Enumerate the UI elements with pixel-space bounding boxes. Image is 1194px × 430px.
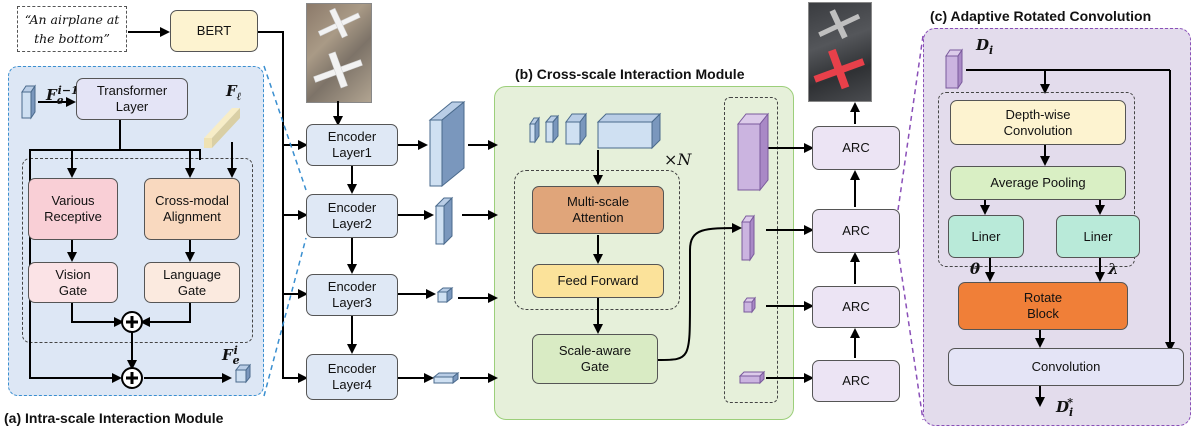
panel-c-output-label: Di* (1056, 396, 1074, 419)
scale-aware-gate-box: Scale-aware Gate (532, 334, 658, 384)
arc-box-2: ARC (812, 209, 900, 253)
encoder-layer-1: Encoder Layer1 (306, 124, 398, 166)
text-prompt: “An airplane at the bottom” (17, 6, 127, 52)
average-pooling-box: Average Pooling (950, 166, 1126, 200)
multi-scale-attention-box: Multi-scale Attention (532, 186, 664, 234)
output-aerial-image (808, 2, 872, 102)
liner-right-box: Liner (1056, 215, 1140, 258)
panel-b-title: (b) Cross-scale Interaction Module (515, 66, 745, 82)
panel-b-feature-column (724, 97, 778, 403)
sum-symbols (121, 311, 143, 389)
bert-box: BERT (170, 10, 258, 52)
vision-gate-box: Vision Gate (28, 262, 118, 303)
cross-modal-alignment-box: Cross-modal Alignment (144, 178, 240, 240)
repeat-count-label: ×N (664, 150, 692, 169)
encoder-layer-2: Encoder Layer2 (306, 194, 398, 238)
panel-a-inner-group (22, 158, 253, 343)
language-gate-box: Language Gate (144, 262, 240, 303)
rotate-block-box: Rotate Block (958, 282, 1128, 330)
depthwise-convolution-box: Depth-wise Convolution (950, 100, 1126, 145)
panel-a-input-label: Fei−1 (46, 84, 79, 107)
purple-cuboids (736, 48, 963, 385)
input-aerial-image (306, 3, 372, 103)
liner-left-box: Liner (948, 215, 1024, 258)
arc-box-1: ARC (812, 126, 900, 170)
encoder-layer-3: Encoder Layer3 (306, 274, 398, 316)
encoder-layer-4: Encoder Layer4 (306, 354, 398, 400)
feature-cuboids (428, 100, 662, 385)
transformer-layer-box: Transformer Layer (76, 78, 188, 120)
convolution-box: Convolution (948, 348, 1184, 386)
panel-a-output-label: Fei (222, 344, 240, 367)
text-feature-bar (204, 108, 240, 148)
panel-a-cuboids (21, 84, 252, 384)
arc-box-3: ARC (812, 286, 900, 328)
text-feature-label: Fℓ (226, 82, 242, 103)
arc-box-4: ARC (812, 360, 900, 402)
panel-c-input-label: Di (976, 36, 994, 57)
panel-a-title: (a) Intra-scale Interaction Module (4, 410, 224, 426)
feed-forward-box: Feed Forward (532, 264, 664, 298)
various-receptive-box: Various Receptive (28, 178, 118, 240)
panel-c-inner-group (938, 92, 1135, 267)
lambda-label: λ (1108, 260, 1119, 278)
panel-c-title: (c) Adaptive Rotated Convolution (930, 8, 1152, 24)
theta-label: θ (970, 260, 981, 278)
